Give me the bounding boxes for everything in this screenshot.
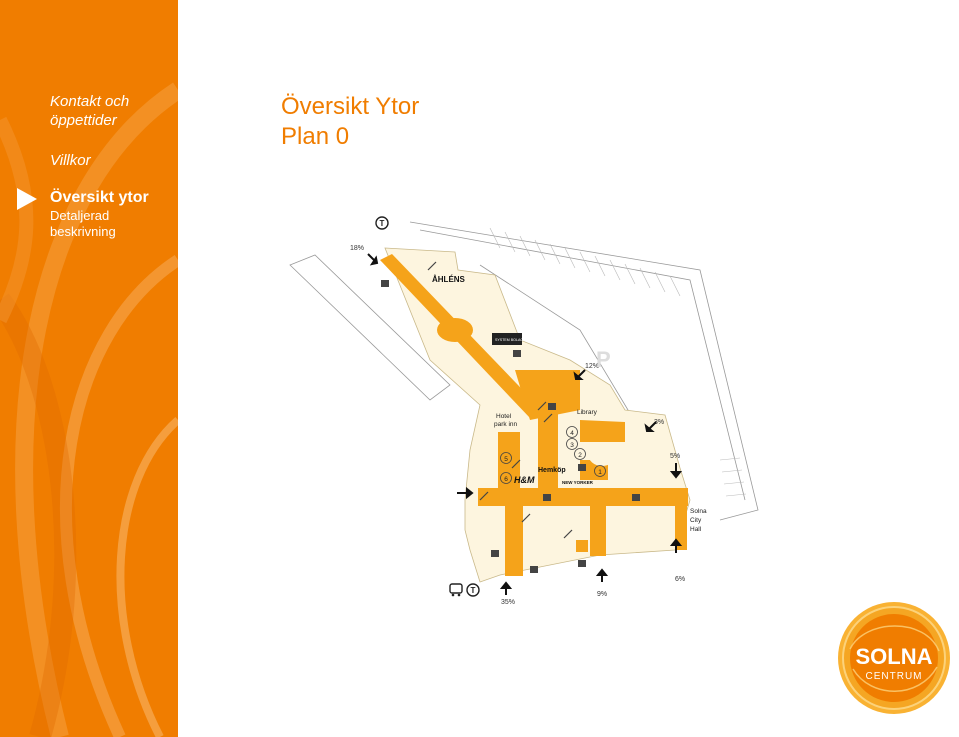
sidebar-item-kontakt[interactable]: Kontakt och öppettider: [50, 93, 130, 129]
pct-east-lower: 5%: [670, 453, 680, 460]
store-city-hall-line1[interactable]: Solna: [690, 508, 707, 515]
entrance-5[interactable]: 5: [504, 456, 508, 463]
store-city-hall-line2[interactable]: City: [690, 517, 702, 524]
store-newyorker[interactable]: NEW YORKER: [562, 480, 594, 485]
page-title-line1: Översikt Ytor: [281, 93, 420, 120]
pct-east: 3%: [654, 419, 664, 426]
store-ahlens[interactable]: ÅHLÉNS: [432, 275, 466, 284]
service-point-icon: [576, 540, 588, 552]
entrance-arrows: [367, 253, 683, 595]
parking-icon: P: [596, 347, 611, 372]
logo-name: SOLNA: [856, 644, 933, 669]
store-park-inn[interactable]: park inn: [494, 421, 518, 428]
metro-label-south: T: [471, 586, 476, 595]
store-systembolaget-box: [492, 333, 522, 345]
pct-nw: 18%: [350, 245, 364, 252]
sidebar-item-villkor[interactable]: Villkor: [50, 152, 91, 169]
sidebar-swirl-decoration: [0, 82, 178, 737]
store-city-hall-line3[interactable]: Hall: [690, 526, 702, 533]
escalator-icons: [427, 261, 573, 539]
metro-label: T: [380, 219, 385, 228]
logo-subtitle: CENTRUM: [866, 671, 923, 682]
floor-plan-map: ÅHLÉNS SYSTEM BOLAGET Hotel park inn Lib…: [289, 216, 759, 606]
active-arrow-icon: [17, 188, 37, 210]
pct-south-east: 6%: [675, 576, 685, 583]
pct-south-west: 35%: [501, 599, 515, 606]
entrance-3[interactable]: 3: [570, 442, 574, 449]
map-outlines: [289, 221, 759, 521]
parking-stripes: [489, 227, 747, 497]
page-title-line2: Plan 0: [281, 123, 350, 150]
store-systembolaget[interactable]: SYSTEM BOLAGET: [495, 338, 529, 342]
atrium: [588, 442, 616, 466]
entrance-1[interactable]: 1: [598, 469, 602, 476]
entrance-4[interactable]: 4: [570, 430, 574, 437]
store-hemkop[interactable]: Hemköp: [538, 467, 566, 474]
pct-south-mid: 9%: [597, 591, 607, 598]
entrance-2[interactable]: 2: [578, 452, 582, 459]
store-hotel[interactable]: Hotel: [496, 413, 512, 420]
entrance-6[interactable]: 6: [504, 476, 508, 483]
sidebar-item-oversikt-ytor[interactable]: Översikt ytor: [50, 189, 149, 206]
store-hm[interactable]: H&M: [514, 475, 535, 485]
solna-centrum-logo[interactable]: SOLNA CENTRUM: [835, 599, 953, 717]
sidebar: Kontakt och öppettider Villkor Översikt …: [0, 0, 178, 737]
sidebar-item-detaljerad-beskrivning[interactable]: Detaljerad beskrivning: [50, 208, 116, 239]
pct-parking-ne: 12%: [585, 363, 599, 370]
page-title: Översikt Ytor Plan 0: [281, 92, 419, 152]
entrance-markers: [500, 426, 606, 484]
store-library[interactable]: Library: [577, 409, 598, 416]
bus-icon: [449, 583, 463, 597]
toilet-icons: [381, 280, 640, 573]
metro-icon-south: [466, 583, 480, 597]
metro-icon: [375, 216, 389, 230]
